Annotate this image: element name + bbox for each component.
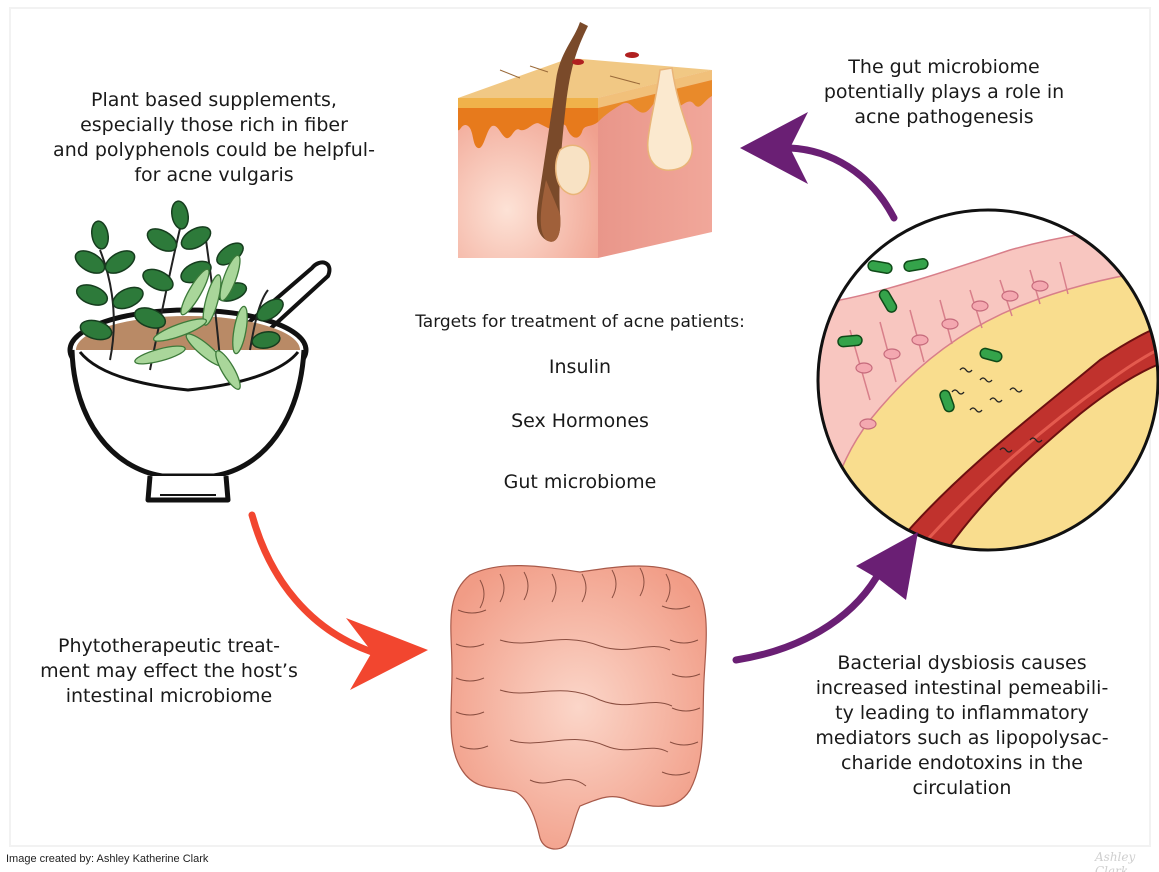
image-credit: Image created by: Ashley Katherine Clark: [6, 853, 208, 865]
caption-phytotherapeutic-treatment: Phytotherapeutic treat- ment may effect …: [22, 634, 316, 709]
skin-cross-section-icon: [458, 22, 712, 258]
gut-lining-magnified-icon: [800, 200, 1159, 560]
caption-plant-supplements: Plant based supplements, especially thos…: [40, 88, 388, 188]
caption-bacterial-dysbiosis: Bacterial dysbiosis causes increased int…: [806, 651, 1118, 801]
target-item-gut-microbiome: Gut microbiome: [480, 470, 680, 495]
caption-gut-microbiome-role: The gut microbiome potentially plays a r…: [816, 55, 1072, 130]
large-intestine-icon: [451, 566, 706, 849]
target-item-sex-hormones: Sex Hormones: [480, 409, 680, 434]
artist-signature: Ashley Clark: [1095, 850, 1159, 872]
arrow-gut-to-circle: [736, 532, 918, 660]
mortar-with-herbs-icon: [70, 200, 329, 500]
target-item-insulin: Insulin: [480, 355, 680, 380]
targets-heading: Targets for treatment of acne patients:: [400, 310, 760, 335]
